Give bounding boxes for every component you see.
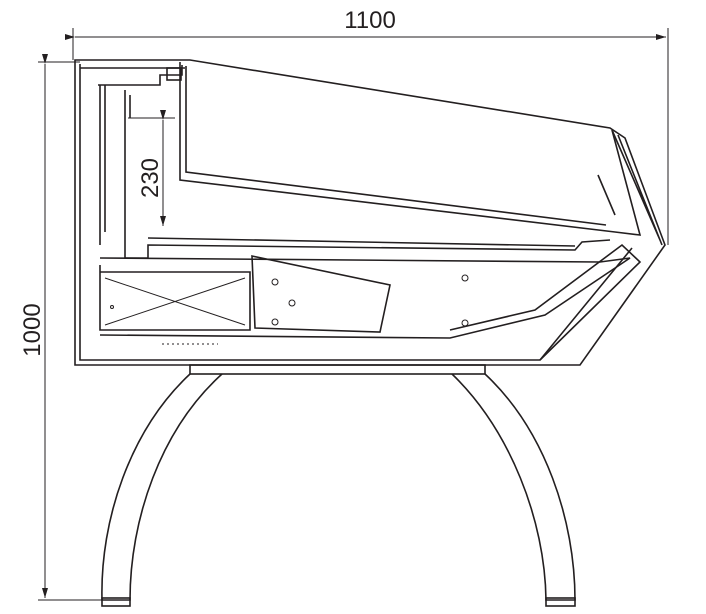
height-label: 1000	[19, 303, 46, 356]
inner-height-dimension: 230	[128, 110, 175, 226]
stand	[101, 364, 576, 607]
width-label: 1100	[344, 7, 396, 34]
inner-height-label: 230	[137, 158, 164, 198]
width-dimension: 1100	[65, 7, 669, 245]
cabinet-body	[74, 59, 666, 366]
height-dimension: 1000	[19, 54, 110, 601]
